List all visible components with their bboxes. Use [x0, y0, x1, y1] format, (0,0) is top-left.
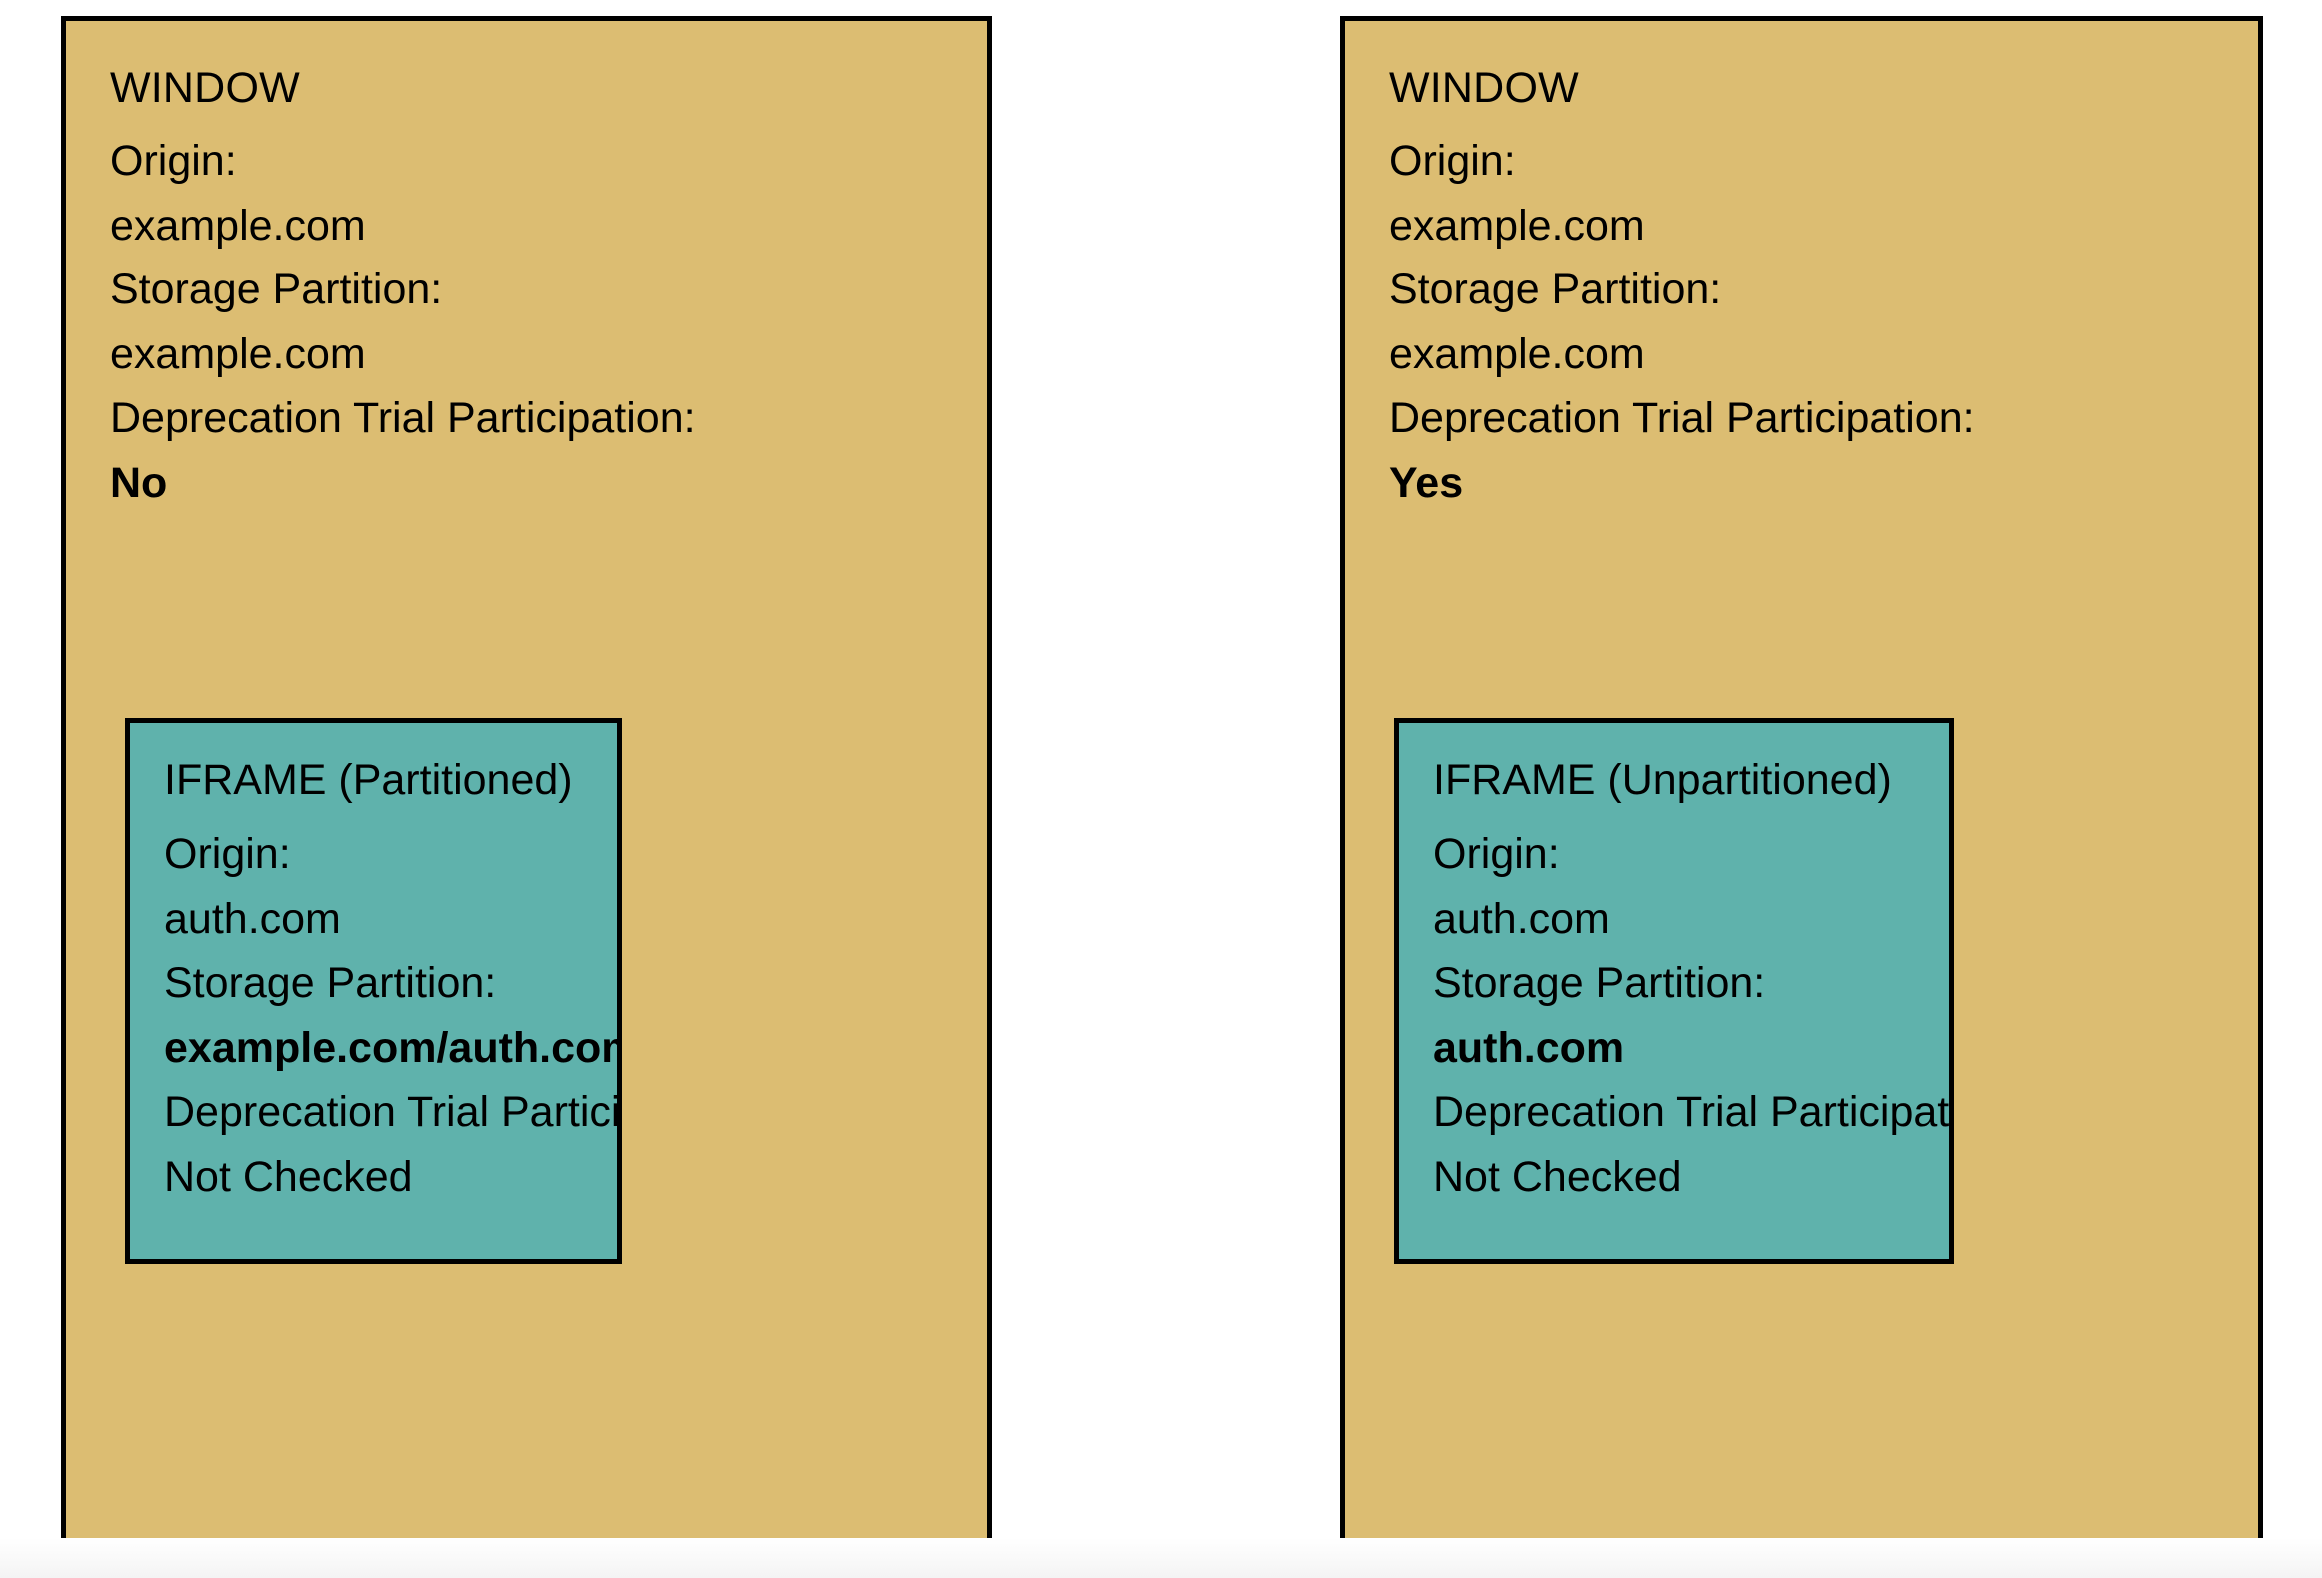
window-storage-value-right: example.com [1389, 330, 1645, 378]
iframe-origin-label-left: Origin: [164, 830, 291, 878]
iframe-origin-field-left: Origin: auth.com [164, 822, 341, 952]
iframe-trial-value-right: Not Checked [1433, 1153, 1682, 1201]
window-origin-field-left: Origin: example.com [110, 129, 366, 259]
iframe-trial-value-left: Not Checked [164, 1153, 413, 1201]
window-origin-value-right: example.com [1389, 202, 1645, 250]
iframe-origin-field-right: Origin: auth.com [1433, 822, 1610, 952]
window-origin-label-right: Origin: [1389, 137, 1516, 185]
iframe-storage-field-right: Storage Partition: auth.com [1433, 951, 1765, 1081]
iframe-origin-label-right: Origin: [1433, 830, 1560, 878]
window-origin-label-left: Origin: [110, 137, 237, 185]
iframe-storage-label-left: Storage Partition: [164, 959, 497, 1007]
iframe-box-left: IFRAME (Partitioned) Origin: auth.com St… [125, 718, 622, 1264]
iframe-trial-label-right: Deprecation Trial Participation: [1433, 1088, 1950, 1136]
window-storage-field-left: Storage Partition: example.com [110, 257, 442, 387]
window-panel-right-inner: WINDOW Origin: example.com Storage Parti… [1345, 21, 2258, 1545]
iframe-box-left-inner: IFRAME (Partitioned) Origin: auth.com St… [130, 723, 617, 1259]
iframe-title-left: IFRAME (Partitioned) [164, 756, 573, 804]
window-panel-right: WINDOW Origin: example.com Storage Parti… [1340, 16, 2263, 1550]
window-trial-field-right: Deprecation Trial Participation: Yes [1389, 386, 1975, 516]
window-trial-field-left: Deprecation Trial Participation: No [110, 386, 696, 516]
iframe-trial-field-right: Deprecation Trial Participation: Not Che… [1433, 1080, 1950, 1210]
window-storage-label-left: Storage Partition: [110, 265, 443, 313]
iframe-box-right-inner: IFRAME (Unpartitioned) Origin: auth.com … [1399, 723, 1949, 1259]
iframe-storage-value-left: example.com/auth.com [164, 1024, 622, 1072]
iframe-trial-label-left: Deprecation Trial Participation: [164, 1088, 621, 1136]
window-panel-left: WINDOW Origin: example.com Storage Parti… [61, 16, 992, 1550]
window-storage-field-right: Storage Partition: example.com [1389, 257, 1721, 387]
window-trial-value-left: No [110, 459, 168, 507]
window-storage-value-left: example.com [110, 330, 366, 378]
window-trial-label-right: Deprecation Trial Participation: [1389, 394, 1975, 442]
iframe-origin-value-right: auth.com [1433, 895, 1610, 943]
window-storage-label-right: Storage Partition: [1389, 265, 1722, 313]
window-title-right: WINDOW [1389, 64, 1579, 112]
window-title-left: WINDOW [110, 64, 300, 112]
iframe-origin-value-left: auth.com [164, 895, 341, 943]
iframe-storage-label-right: Storage Partition: [1433, 959, 1766, 1007]
iframe-box-right: IFRAME (Unpartitioned) Origin: auth.com … [1394, 718, 1954, 1264]
window-panel-left-inner: WINDOW Origin: example.com Storage Parti… [66, 21, 987, 1545]
iframe-storage-field-left: Storage Partition: example.com/auth.com [164, 951, 622, 1081]
window-trial-label-left: Deprecation Trial Participation: [110, 394, 696, 442]
window-trial-value-right: Yes [1389, 459, 1464, 507]
window-origin-field-right: Origin: example.com [1389, 129, 1645, 259]
window-origin-value-left: example.com [110, 202, 366, 250]
iframe-title-right: IFRAME (Unpartitioned) [1433, 756, 1892, 804]
iframe-storage-value-right: auth.com [1433, 1024, 1625, 1072]
iframe-trial-field-left: Deprecation Trial Participation: Not Che… [164, 1080, 621, 1210]
